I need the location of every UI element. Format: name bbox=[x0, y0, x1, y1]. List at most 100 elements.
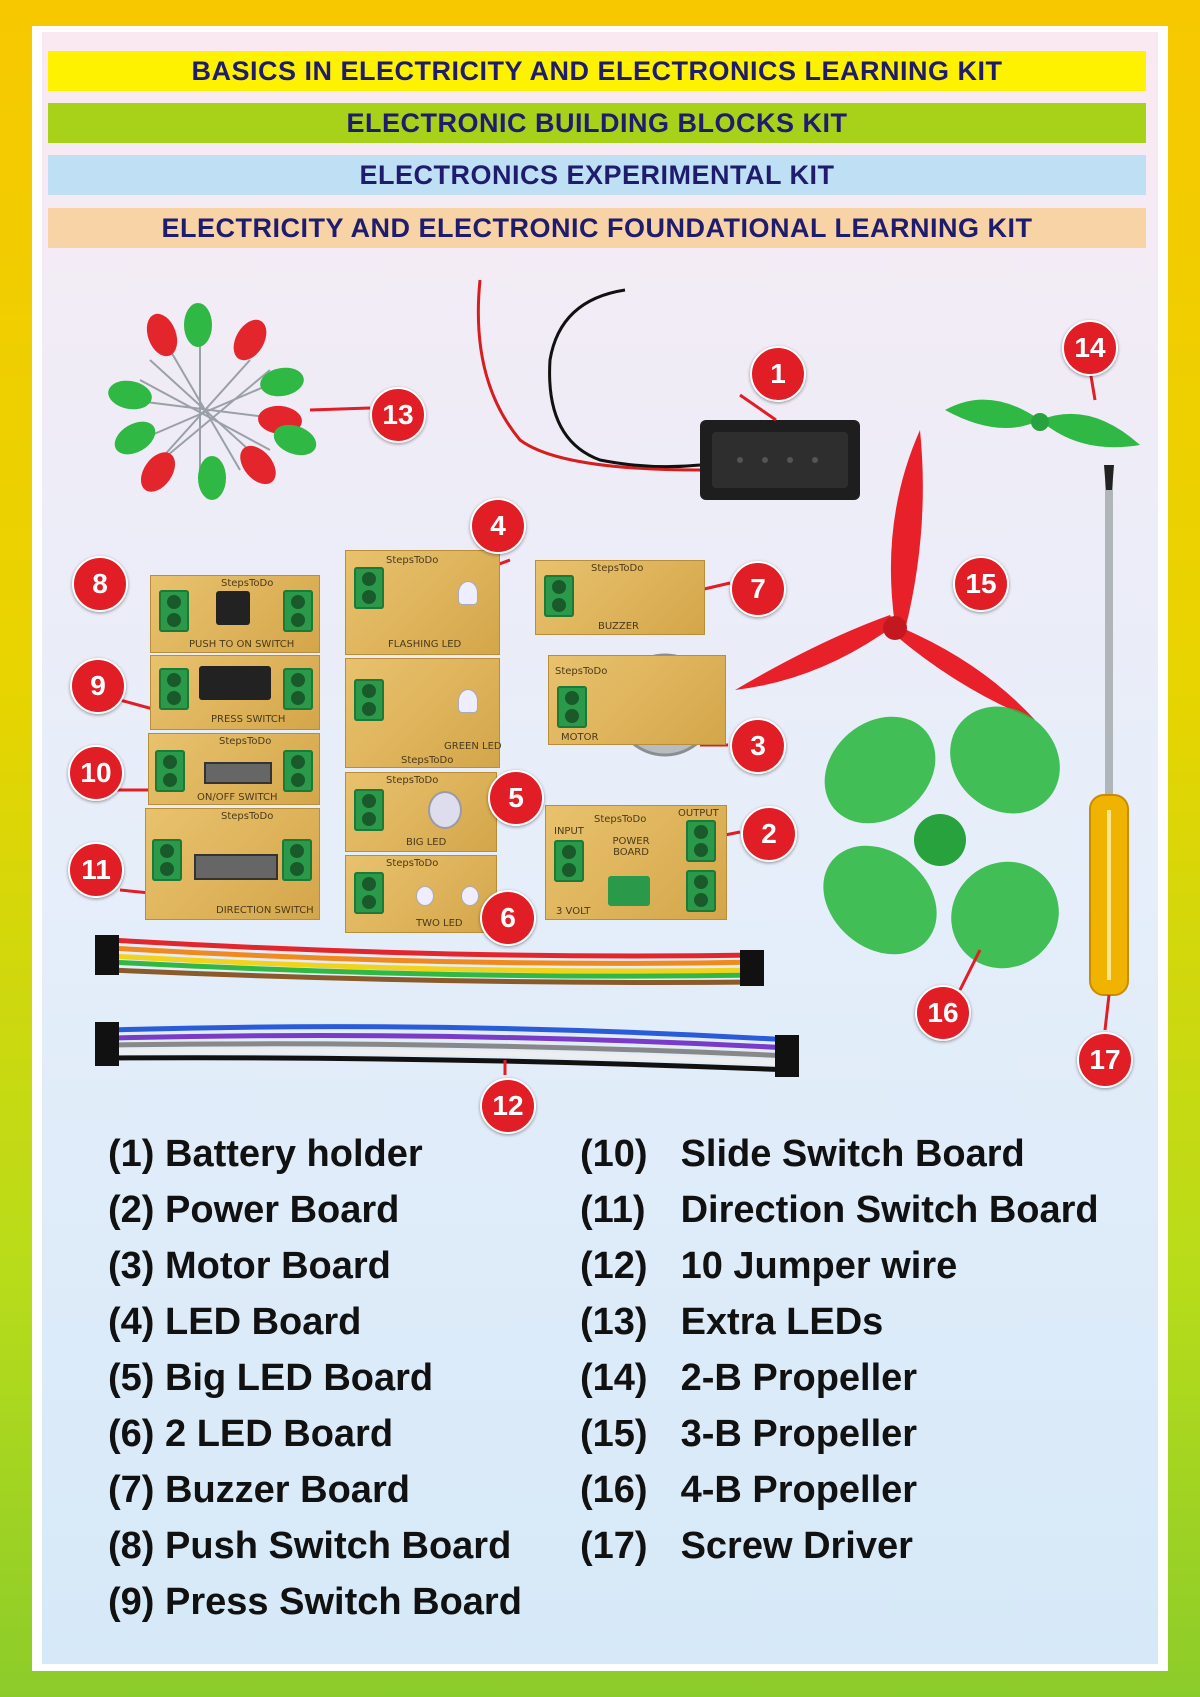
pcb-label: INPUT bbox=[554, 826, 584, 837]
jumper-wires-image bbox=[95, 935, 799, 1077]
badge-16: 16 bbox=[915, 985, 971, 1041]
pcb-label: PRESS SWITCH bbox=[211, 714, 286, 725]
legend-item: (8) Push Switch Board bbox=[108, 1525, 512, 1567]
extra-leds-image bbox=[108, 303, 317, 500]
pcb-label: OUTPUT bbox=[678, 808, 719, 819]
terminal-block bbox=[283, 668, 313, 710]
pcb-label: GREEN LED bbox=[444, 741, 502, 752]
badge-10: 10 bbox=[68, 745, 124, 801]
terminal-block bbox=[554, 840, 584, 882]
pcb-brand: StepsToDo bbox=[221, 811, 274, 822]
badge-2: 2 bbox=[741, 806, 797, 862]
badge-5: 5 bbox=[488, 770, 544, 826]
two-blade-propeller-image bbox=[945, 399, 1140, 448]
pcb-brand: StepsToDo bbox=[221, 578, 274, 589]
press-switch-icon bbox=[199, 666, 271, 700]
legend-item: (3) Motor Board bbox=[108, 1245, 391, 1287]
badge-6: 6 bbox=[480, 890, 536, 946]
legend-item: (17) Screw Driver bbox=[580, 1525, 913, 1567]
badge-3: 3 bbox=[730, 718, 786, 774]
direction-switch-icon bbox=[194, 854, 278, 880]
terminal-block bbox=[354, 567, 384, 609]
badge-15: 15 bbox=[953, 556, 1009, 612]
pcb-brand: StepsToDo bbox=[401, 755, 454, 766]
terminal-block bbox=[354, 872, 384, 914]
direction-switch-board: StepsToDo DIRECTION SWITCH bbox=[145, 808, 320, 920]
two-led-board: StepsToDo TWO LED bbox=[345, 855, 497, 933]
led-icon bbox=[461, 886, 479, 906]
banner-title-3: ELECTRONICS EXPERIMENTAL KIT bbox=[48, 155, 1146, 195]
badge-11: 11 bbox=[68, 842, 124, 898]
pcb-label: BUZZER bbox=[598, 621, 639, 632]
screwdriver-image bbox=[1089, 465, 1129, 996]
legend-item: (5) Big LED Board bbox=[108, 1357, 434, 1399]
pcb-brand: StepsToDo bbox=[594, 814, 647, 825]
pcb-brand: StepsToDo bbox=[386, 555, 439, 566]
terminal-block bbox=[159, 590, 189, 632]
badge-4: 4 bbox=[470, 498, 526, 554]
terminal-block bbox=[686, 820, 716, 862]
legend-item: (2) Power Board bbox=[108, 1189, 400, 1231]
slide-switch-board: StepsToDo ON/OFF SWITCH bbox=[148, 733, 320, 805]
legend-item: (6) 2 LED Board bbox=[108, 1413, 394, 1455]
banner-title-4: ELECTRICITY AND ELECTRONIC FOUNDATIONAL … bbox=[48, 208, 1146, 248]
pcb-label: 3 VOLT bbox=[556, 906, 591, 917]
flashing-led-board: StepsToDo FLASHING LED bbox=[345, 550, 500, 655]
terminal-block bbox=[686, 870, 716, 912]
legend-item: (15) 3-B Propeller bbox=[580, 1413, 918, 1455]
big-led-board: StepsToDo BIG LED bbox=[345, 772, 497, 852]
legend-item: (13) Extra LEDs bbox=[580, 1301, 884, 1343]
press-switch-board: PRESS SWITCH bbox=[150, 655, 320, 730]
motor-board: StepsToDo MOTOR bbox=[548, 655, 726, 745]
four-blade-propeller-image bbox=[823, 706, 1060, 969]
terminal-block bbox=[155, 750, 185, 792]
badge-14: 14 bbox=[1062, 320, 1118, 376]
pcb-label: FLASHING LED bbox=[388, 639, 462, 650]
green-led-board: GREEN LED StepsToDo bbox=[345, 658, 502, 768]
legend-item: (1) Battery holder bbox=[108, 1133, 423, 1175]
terminal-block bbox=[608, 876, 650, 906]
power-board: INPUT StepsToDo OUTPUT POWER BOARD 3 VOL… bbox=[545, 805, 727, 920]
terminal-block bbox=[159, 668, 189, 710]
pcb-label: DIRECTION SWITCH bbox=[216, 905, 314, 916]
push-button-icon bbox=[216, 591, 250, 625]
banner-title-1: BASICS IN ELECTRICITY AND ELECTRONICS LE… bbox=[48, 51, 1146, 91]
pcb-brand: StepsToDo bbox=[591, 563, 644, 574]
pcb-brand: StepsToDo bbox=[386, 775, 439, 786]
legend-item: (4) LED Board bbox=[108, 1301, 362, 1343]
legend-item: (16) 4-B Propeller bbox=[580, 1469, 918, 1511]
terminal-block bbox=[152, 839, 182, 881]
buzzer-board: StepsToDo BUZZER bbox=[535, 560, 705, 635]
terminal-block bbox=[283, 590, 313, 632]
terminal-block bbox=[544, 575, 574, 617]
legend-item: (10) Slide Switch Board bbox=[580, 1133, 1025, 1175]
badge-17: 17 bbox=[1077, 1032, 1133, 1088]
legend-item: (9) Press Switch Board bbox=[108, 1581, 522, 1623]
pcb-brand: StepsToDo bbox=[219, 736, 272, 747]
led-icon bbox=[458, 689, 478, 713]
slide-switch-icon bbox=[204, 762, 272, 784]
terminal-block bbox=[354, 789, 384, 831]
terminal-block bbox=[282, 839, 312, 881]
badge-9: 9 bbox=[70, 658, 126, 714]
legend-item: (14) 2-B Propeller bbox=[580, 1357, 918, 1399]
big-led-icon bbox=[428, 791, 462, 829]
pcb-label: TWO LED bbox=[416, 918, 463, 929]
badge-12: 12 bbox=[480, 1078, 536, 1134]
badge-8: 8 bbox=[72, 556, 128, 612]
pcb-label: BIG LED bbox=[406, 837, 447, 848]
legend-item: (12) 10 Jumper wire bbox=[580, 1245, 958, 1287]
pcb-label: ON/OFF SWITCH bbox=[197, 792, 278, 803]
badge-1: 1 bbox=[750, 346, 806, 402]
terminal-block bbox=[557, 686, 587, 728]
three-blade-propeller-image bbox=[735, 430, 1035, 720]
push-switch-board: StepsToDo PUSH TO ON SWITCH bbox=[150, 575, 320, 653]
pcb-label: POWER BOARD bbox=[612, 836, 650, 858]
legend-item: (7) Buzzer Board bbox=[108, 1469, 410, 1511]
banner-title-2: ELECTRONIC BUILDING BLOCKS KIT bbox=[48, 103, 1146, 143]
terminal-block bbox=[283, 750, 313, 792]
terminal-block bbox=[354, 679, 384, 721]
led-icon bbox=[416, 886, 434, 906]
legend-item: (11) Direction Switch Board bbox=[580, 1189, 1099, 1231]
pcb-brand: StepsToDo bbox=[555, 666, 608, 677]
